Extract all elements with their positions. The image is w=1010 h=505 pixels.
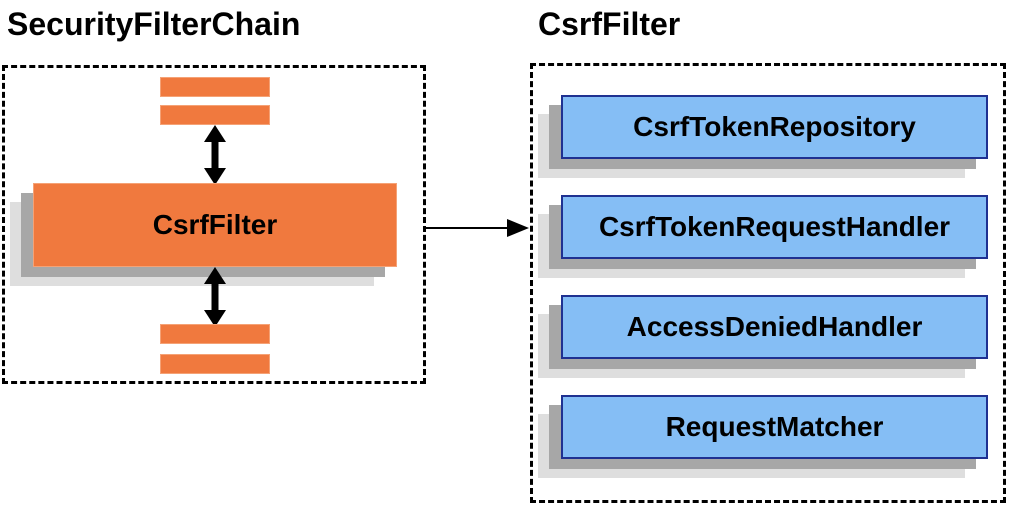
csrf-filter-label: CsrfFilter [152, 209, 278, 240]
component-label: CsrfTokenRepository [633, 111, 916, 142]
filter-placeholder-bar [160, 77, 270, 97]
component-box-csrf-token-request-handler: CsrfTokenRequestHandler [561, 195, 988, 259]
component-box-access-denied-handler: AccessDeniedHandler [561, 295, 988, 359]
csrf-filter-components-container: CsrfTokenRepository CsrfTokenRequestHand… [530, 63, 1006, 503]
component-box-csrf-token-repository: CsrfTokenRepository [561, 95, 988, 159]
right-arrow-icon [423, 219, 529, 237]
component-label: AccessDeniedHandler [626, 311, 923, 342]
component-label: RequestMatcher [665, 411, 884, 442]
left-panel-title: SecurityFilterChain [7, 6, 301, 42]
filter-placeholder-bar [160, 105, 270, 125]
filter-placeholder-bar [160, 324, 270, 344]
component-label: CsrfTokenRequestHandler [598, 211, 951, 242]
right-panel-title: CsrfFilter [538, 6, 681, 42]
filter-placeholder-bar [160, 354, 270, 374]
bidirectional-arrow-icon [204, 125, 226, 185]
component-box-request-matcher: RequestMatcher [561, 395, 988, 459]
security-filter-chain-container: CsrfFilter [2, 65, 426, 384]
csrf-filter-box: CsrfFilter [33, 183, 397, 267]
bidirectional-arrow-icon [204, 267, 226, 327]
